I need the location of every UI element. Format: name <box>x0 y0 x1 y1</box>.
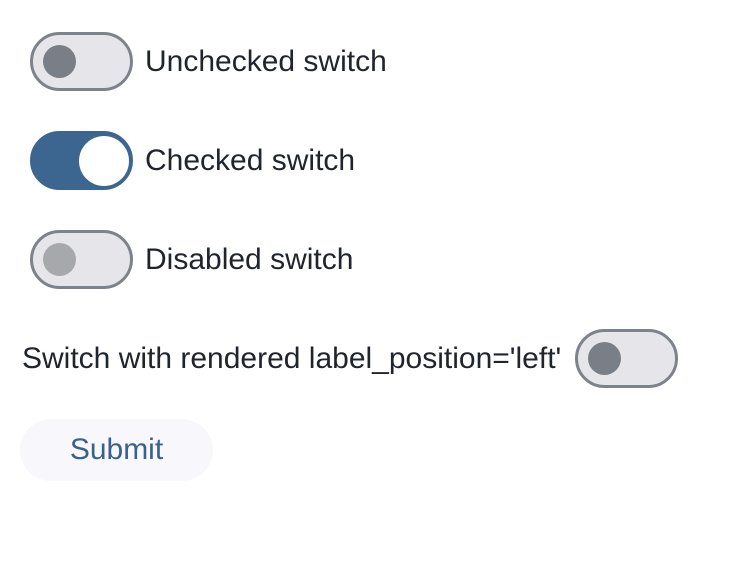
checked-switch-toggle[interactable] <box>30 131 133 190</box>
unchecked-switch-toggle[interactable] <box>30 32 133 91</box>
disabled-switch-label: Disabled switch <box>145 242 354 276</box>
checked-switch-label[interactable]: Checked switch <box>145 143 356 177</box>
left-label-switch-label[interactable]: Switch with rendered label_position='lef… <box>22 341 562 375</box>
submit-button[interactable]: Submit <box>20 419 213 481</box>
disabled-switch-toggle <box>30 230 133 289</box>
switch-row-disabled: Disabled switch <box>30 230 730 289</box>
switch-knob <box>588 342 622 375</box>
switch-knob <box>43 243 76 276</box>
switch-row-checked: Checked switch <box>30 131 730 190</box>
switch-row-unchecked: Unchecked switch <box>30 32 730 91</box>
switch-row-left-label: Switch with rendered label_position='lef… <box>22 329 730 388</box>
switch-knob <box>43 45 76 78</box>
left-label-switch-toggle[interactable] <box>575 329 679 388</box>
switch-knob <box>78 135 129 186</box>
unchecked-switch-label[interactable]: Unchecked switch <box>145 44 387 78</box>
